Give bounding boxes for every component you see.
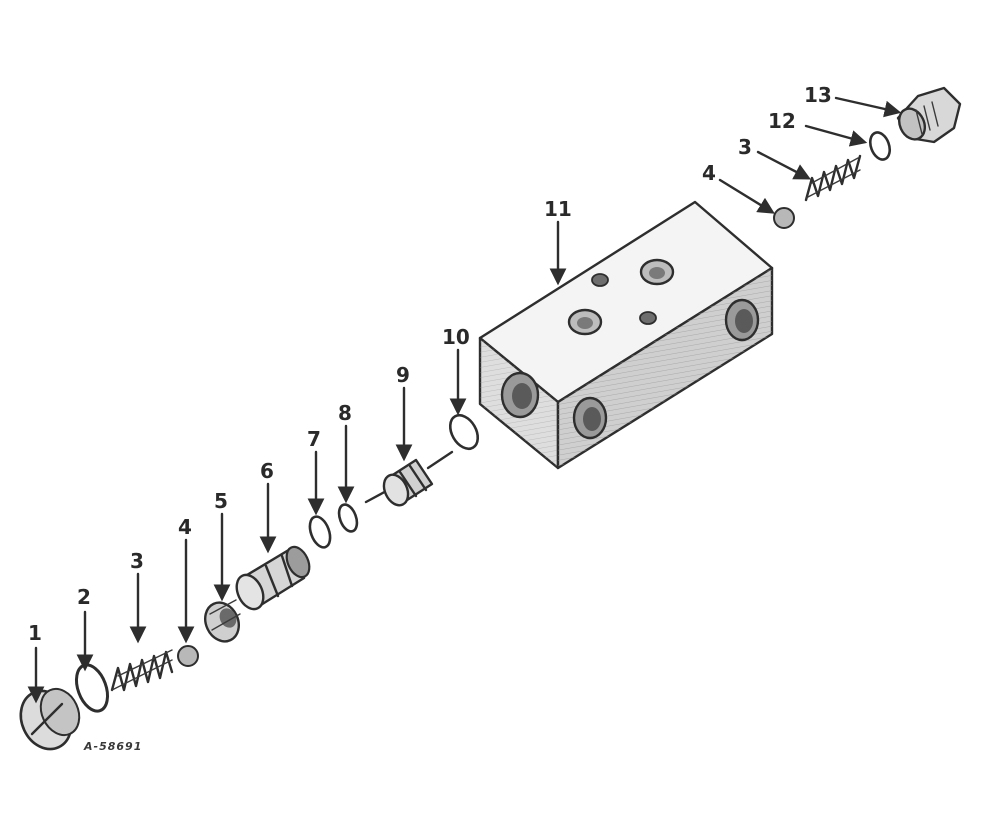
top-port-large-2 bbox=[639, 258, 675, 286]
callout-8: 8 bbox=[338, 401, 352, 425]
o-ring-8 bbox=[337, 503, 359, 533]
callout-6: 6 bbox=[260, 459, 274, 483]
side-port-2 bbox=[724, 298, 760, 342]
front-port bbox=[500, 371, 540, 419]
callout-3-right: 3 bbox=[738, 135, 752, 159]
valve-seat bbox=[204, 599, 241, 643]
hex-plug bbox=[896, 86, 962, 144]
callout-9: 9 bbox=[396, 363, 410, 387]
leader-lines bbox=[27, 96, 902, 704]
callout-10: 10 bbox=[442, 325, 470, 349]
check-ball-left bbox=[177, 645, 199, 667]
spring-left bbox=[110, 649, 174, 692]
callout-7: 7 bbox=[307, 427, 321, 451]
callout-4-left: 4 bbox=[178, 515, 192, 539]
callout-2: 2 bbox=[77, 585, 91, 609]
callout-labels: 1 2 3 4 5 6 7 8 9 10 11 4 3 12 13 bbox=[28, 83, 832, 645]
valve-spool bbox=[364, 450, 454, 507]
o-ring-10 bbox=[448, 413, 480, 451]
top-port-small-1 bbox=[591, 273, 609, 287]
callout-11: 11 bbox=[544, 197, 572, 221]
o-ring-12 bbox=[868, 131, 892, 161]
callout-13: 13 bbox=[804, 83, 832, 107]
drawing-reference-code: A-58691 bbox=[83, 740, 142, 753]
spring-right bbox=[804, 154, 862, 202]
valve-body-block bbox=[478, 200, 774, 470]
o-ring-7 bbox=[308, 515, 332, 549]
callout-4-right: 4 bbox=[702, 161, 716, 185]
side-port-1 bbox=[572, 396, 608, 440]
callout-3-left: 3 bbox=[130, 549, 144, 573]
top-port-large-1 bbox=[567, 308, 603, 336]
top-port-small-2 bbox=[639, 311, 657, 325]
callout-12: 12 bbox=[768, 109, 796, 133]
callout-5: 5 bbox=[214, 489, 228, 513]
valve-sleeve bbox=[235, 545, 311, 611]
check-ball-right bbox=[773, 207, 795, 229]
callout-1: 1 bbox=[28, 621, 42, 645]
slotted-plug bbox=[19, 687, 81, 751]
